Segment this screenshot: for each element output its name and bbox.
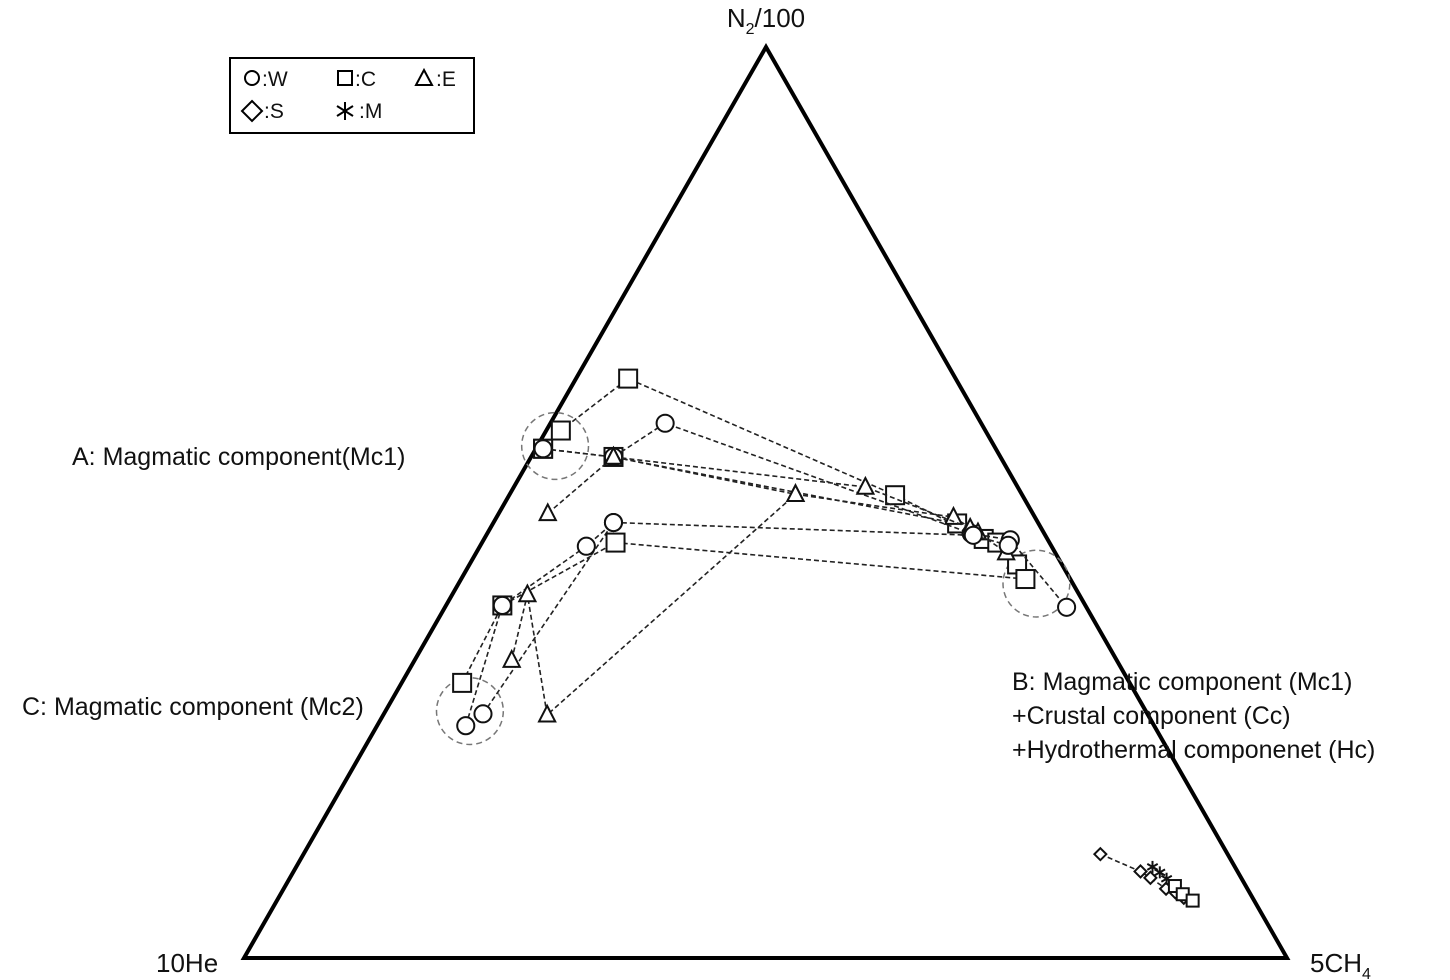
legend-entry-m: :M	[336, 100, 382, 123]
series-8	[456, 512, 624, 736]
highlight-circle-2	[1002, 549, 1071, 618]
legend-label-e: :E	[436, 68, 456, 91]
annotation-a: A: Magmatic component(Mc1)	[72, 443, 405, 471]
circle-marker	[998, 535, 1018, 555]
diamond-marker	[1142, 870, 1158, 886]
legend-circle-marker	[244, 70, 260, 86]
circle-marker	[533, 439, 553, 459]
triangle-marker	[855, 475, 876, 495]
legend-square-marker	[337, 70, 353, 86]
left-vertex-label: 10He	[156, 948, 218, 978]
series-line	[1100, 853, 1185, 899]
annotation-b-line-2: +Crustal component (Cc)	[1012, 702, 1291, 730]
circle-marker	[603, 512, 624, 533]
triangle-marker	[501, 648, 522, 668]
circle-marker	[473, 704, 493, 724]
legend-triangle-marker	[414, 67, 434, 86]
circle-marker	[963, 525, 983, 545]
ternary-frame	[240, 42, 1291, 960]
circle-marker	[456, 716, 476, 736]
triangle-marker	[603, 445, 624, 465]
asterisk-marker	[1154, 866, 1166, 879]
series-7	[452, 532, 1036, 693]
square-marker	[452, 672, 473, 693]
annotation-b: B: Magmatic component (Mc1) +Crustal com…	[1012, 668, 1375, 764]
series-line	[482, 521, 1009, 715]
highlight-circles	[435, 411, 1071, 746]
circle-marker	[1057, 597, 1077, 617]
triangle-marker	[517, 583, 538, 603]
legend-label-m: :M	[359, 100, 382, 123]
triangle-marker	[537, 703, 557, 723]
square-marker	[605, 532, 626, 553]
series-12	[1167, 879, 1200, 908]
square-marker	[1015, 569, 1036, 590]
annotation-b-line-3: +Hydrothermal componenet (Hc)	[1012, 736, 1375, 764]
circle-marker	[576, 536, 596, 556]
legend-entry-s: :S	[240, 99, 284, 123]
legend-asterisk-marker	[336, 102, 354, 120]
series-line	[543, 422, 1068, 608]
right-vertex-label: 5CH4	[1310, 948, 1371, 980]
series-line	[465, 521, 615, 726]
asterisk-marker	[1146, 860, 1159, 873]
circle-marker	[492, 595, 512, 615]
top-vertex-subscript: 2	[746, 21, 755, 38]
legend-entry-c: :C	[337, 68, 376, 91]
square-marker	[1185, 893, 1200, 908]
series-10	[1092, 846, 1192, 906]
triangle-marker	[943, 505, 964, 525]
square-marker	[618, 368, 639, 389]
legend-entry-w: :W	[244, 68, 288, 91]
legend-diamond-marker	[240, 99, 264, 123]
series-line	[613, 456, 971, 529]
right-vertex-subscript: 4	[1362, 966, 1371, 980]
series-line	[461, 541, 1026, 684]
highlight-circle-1	[520, 411, 590, 481]
legend-label-s: :S	[264, 100, 284, 123]
legend-label-c: :C	[355, 68, 376, 91]
annotation-b-line-1: B: Magmatic component (Mc1)	[1012, 668, 1352, 696]
highlight-circle-3	[435, 676, 505, 746]
legend-label-w: :W	[262, 68, 288, 91]
triangle-marker	[785, 483, 806, 503]
top-vertex-label: N2/100	[727, 3, 805, 38]
series-9	[501, 483, 806, 723]
triangle-marker	[538, 502, 558, 522]
legend: :W :C :E :S :M	[229, 57, 475, 134]
diamond-marker	[1133, 864, 1148, 879]
diamond-marker	[1092, 846, 1108, 862]
square-marker	[550, 420, 571, 441]
series-line	[510, 493, 797, 717]
annotation-c: C: Magmatic component (Mc2)	[22, 693, 364, 721]
circle-marker	[655, 413, 675, 433]
series-6	[473, 512, 1018, 724]
data-series	[452, 368, 1200, 908]
legend-entry-e: :E	[414, 67, 456, 91]
